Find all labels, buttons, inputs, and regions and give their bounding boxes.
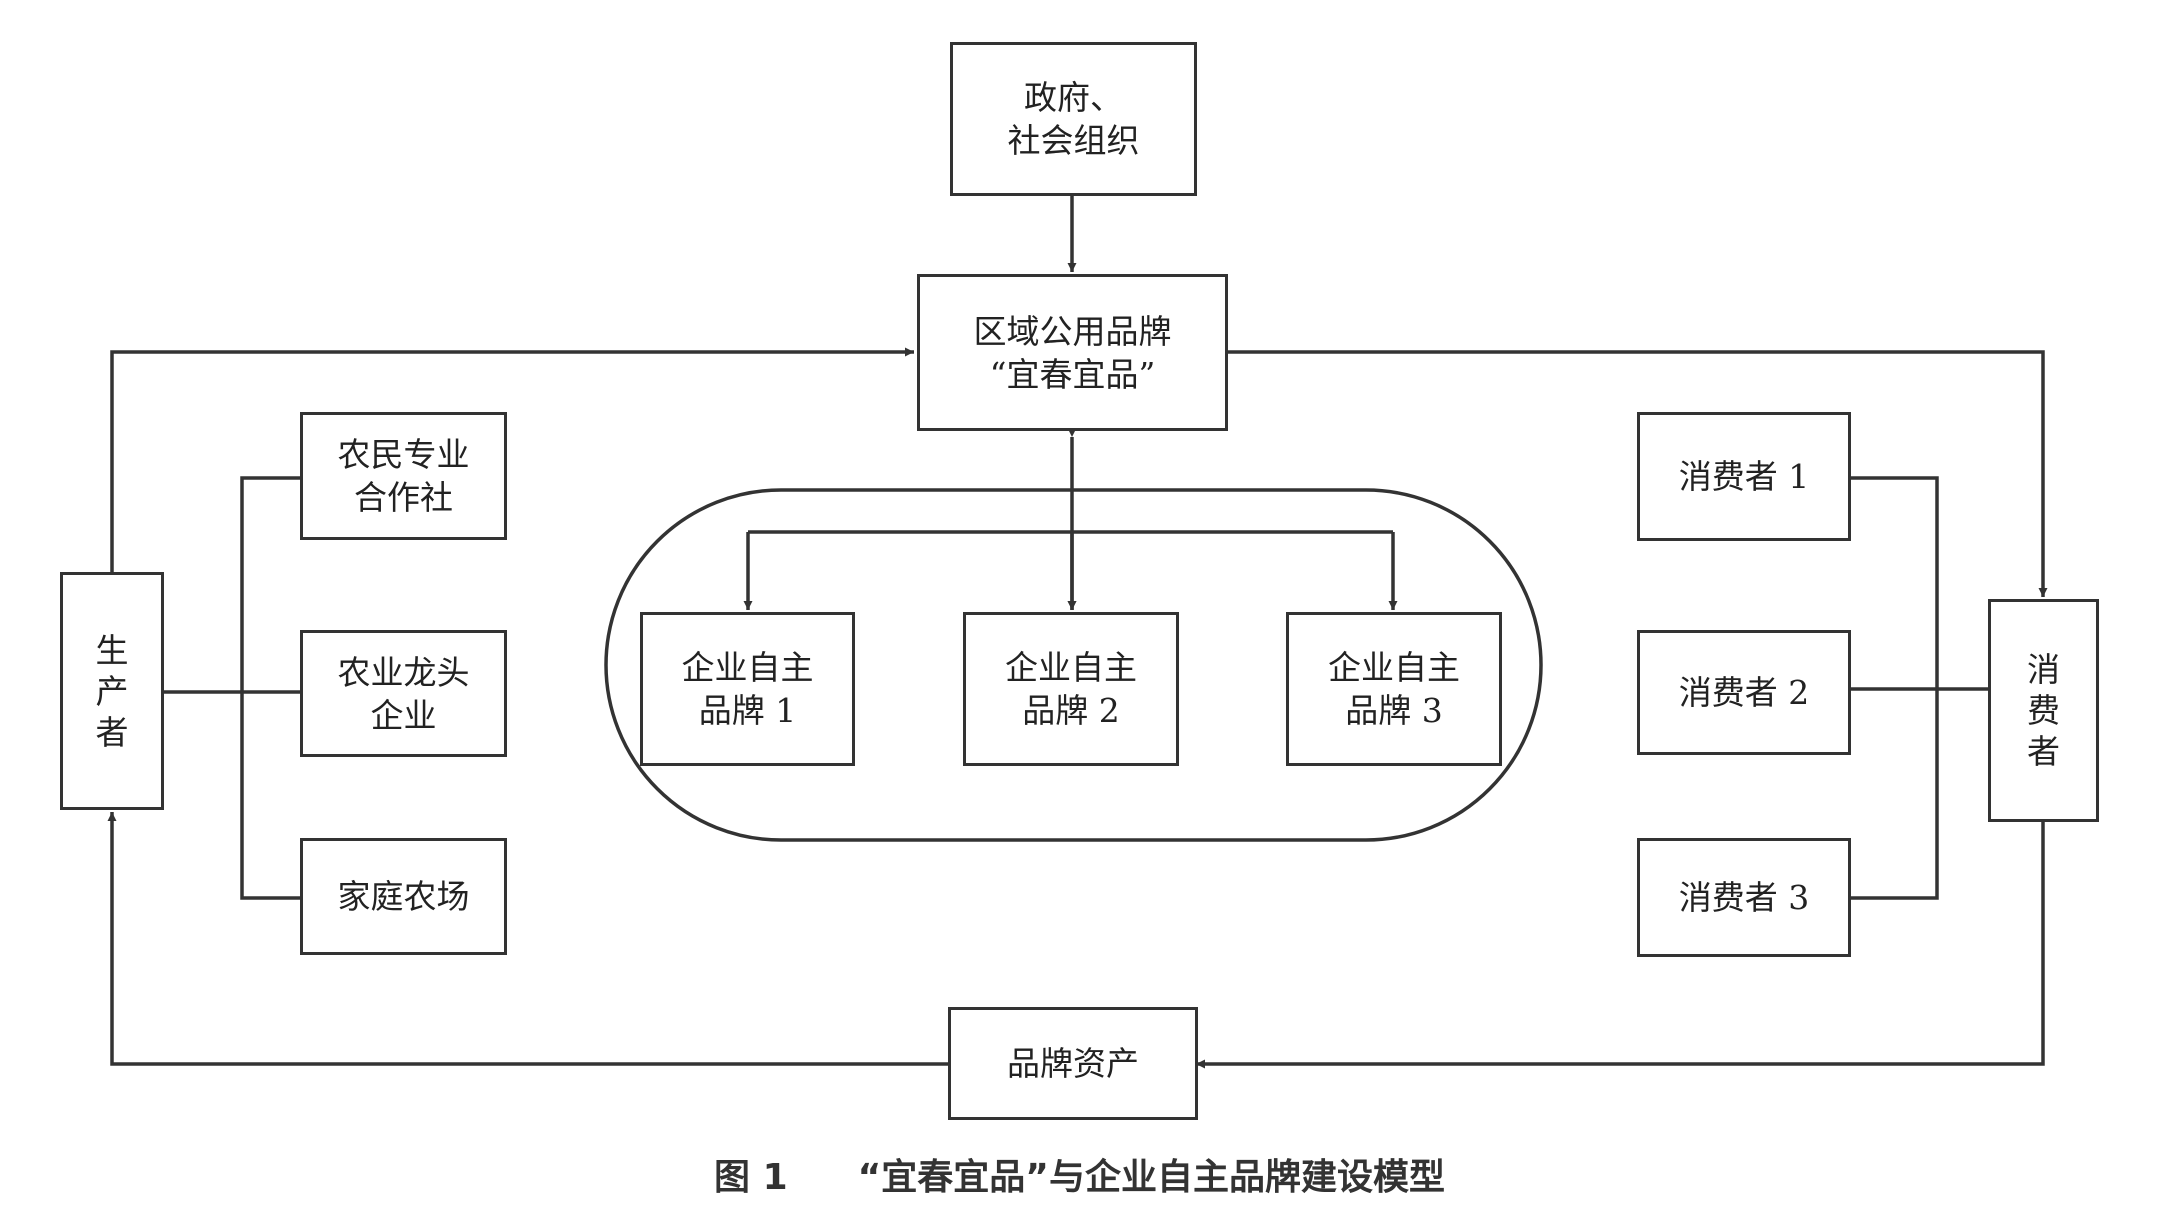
brand-1-node-line-2: 品牌 1 xyxy=(698,691,797,730)
producer-node-char-1: 生 xyxy=(95,630,129,670)
consumer-2-node-line-1: 消费者 2 xyxy=(1678,673,1810,712)
agri-leader-node-line-2: 企业 xyxy=(370,695,437,735)
farmer-coop-node-line-2: 合作社 xyxy=(354,478,453,517)
agri-leader-node-line-1: 农业龙头 xyxy=(337,652,470,692)
family-farm-node-line-1: 家庭农场 xyxy=(337,877,470,916)
edge-regional-brand-to-consumer xyxy=(1226,350,2048,597)
agri-leader-node: 农业龙头 企业 xyxy=(300,630,507,757)
farmer-coop-node-line-1: 农民专业 xyxy=(337,435,470,474)
regional-brand-node: 区域公用品牌 “宜春宜品” xyxy=(917,274,1228,431)
government-node-line-1: 政府、 xyxy=(1024,78,1123,117)
brand-assets-node: 品牌资产 xyxy=(948,1007,1198,1120)
consumer-2-node: 消费者 2 xyxy=(1637,630,1851,755)
figure-number: 图 1 xyxy=(714,1157,788,1198)
brand-2-node-line-1: 企业自主 xyxy=(1005,648,1137,687)
government-node: 政府、 社会组织 xyxy=(950,42,1197,196)
consumer-3-node-line-1: 消费者 3 xyxy=(1678,878,1810,917)
edge-producer-to-regional-brand xyxy=(110,347,914,572)
brand-assets-node-line-1: 品牌资产 xyxy=(1007,1044,1139,1083)
consumer-1-node-line-1: 消费者 1 xyxy=(1678,457,1810,496)
brand-3-node: 企业自主 品牌 3 xyxy=(1286,612,1502,766)
brand-2-node: 企业自主 品牌 2 xyxy=(963,612,1179,766)
consumer-node-char-2: 费 xyxy=(2027,691,2060,730)
producer-node-char-3: 者 xyxy=(95,712,129,752)
consumer-node: 消 费 者 xyxy=(1988,599,2099,822)
family-farm-node: 家庭农场 xyxy=(300,838,507,955)
consumer-1-node: 消费者 1 xyxy=(1637,412,1851,541)
brand-3-node-line-2: 品牌 3 xyxy=(1345,691,1443,730)
producer-node: 生 产 者 xyxy=(60,572,164,810)
figure-caption: 图 1 “宜春宜品”与企业自主品牌建设模型 xyxy=(0,1148,2159,1200)
brand-1-node: 企业自主 品牌 1 xyxy=(640,612,855,766)
government-node-line-2: 社会组织 xyxy=(1007,121,1140,160)
brand-3-node-line-1: 企业自主 xyxy=(1328,648,1460,687)
brand-2-node-line-2: 品牌 2 xyxy=(1022,691,1120,730)
regional-brand-node-line-2: “宜春宜品” xyxy=(989,354,1156,394)
edge-brand-assets-to-producer xyxy=(107,812,950,1066)
figure-title: “宜春宜品”与企业自主品牌建设模型 xyxy=(857,1157,1445,1198)
edge-producer-bracket xyxy=(240,476,302,900)
consumer-node-char-1: 消 xyxy=(2027,650,2060,689)
producer-node-char-2: 产 xyxy=(95,671,129,711)
farmer-coop-node: 农民专业 合作社 xyxy=(300,412,507,540)
consumer-3-node: 消费者 3 xyxy=(1637,838,1851,957)
consumer-node-char-3: 者 xyxy=(2027,732,2060,771)
brand-1-node-line-1: 企业自主 xyxy=(681,648,814,687)
edge-consumer-to-brand-assets xyxy=(1196,822,2045,1069)
regional-brand-node-line-1: 区域公用品牌 xyxy=(973,311,1172,351)
